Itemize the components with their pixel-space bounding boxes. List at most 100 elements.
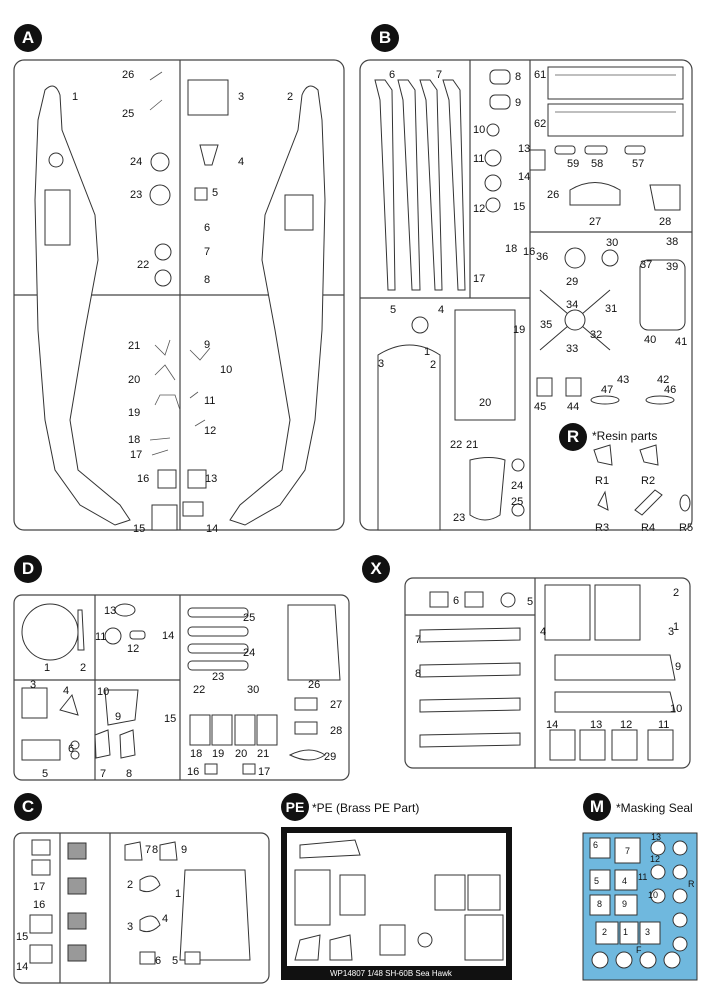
part-label-a-20: 20 [128,374,140,386]
part-label-c-7: 7 [145,844,151,856]
part-label-b-15: 15 [513,201,525,213]
part-label-b-2: 2 [430,359,436,371]
part-label-m-4: 4 [622,876,627,886]
part-label-x-10: 10 [670,703,682,715]
sprue-d-badge: D [14,555,42,583]
part-label-b-6: 6 [389,69,395,81]
sprue-d [13,594,350,781]
part-d1-disc [21,603,79,661]
part-label-a-23: 23 [130,189,142,201]
part-label-b-34: 34 [566,299,578,311]
part-label-d-19: 19 [212,748,224,760]
part-label-b-61: 61 [534,69,546,81]
part-label-c-1: 1 [175,888,181,900]
part-label-a-10: 10 [220,364,232,376]
part-label-b-7: 7 [436,69,442,81]
part-label-m-6: 6 [593,840,598,850]
part-label-a-21: 21 [128,340,140,352]
part-label-a-22: 22 [137,259,149,271]
part-label-d-16: 16 [187,766,199,778]
part-label-b-26: 26 [547,189,559,201]
part-label-b-28: 28 [659,216,671,228]
part-label-x-3: 3 [668,626,674,638]
part-label-m-9: 9 [622,899,627,909]
part-label-b-31: 31 [605,303,617,315]
part-label-b-8: 8 [515,71,521,83]
part-label-c-9: 9 [181,844,187,856]
part-label-x-12: 12 [620,719,632,731]
part-label-d-28: 28 [330,725,342,737]
part-label-x-6: 6 [453,595,459,607]
part-label-d-6: 6 [68,743,74,755]
resin-label-r5: R5 [679,522,694,534]
part-label-d-14: 14 [162,630,174,642]
part-label-d-29: 29 [324,751,336,763]
part-label-b-38: 38 [666,236,678,248]
part-label-d-22: 22 [193,684,205,696]
part-label-a-8: 8 [204,274,210,286]
sprue-a-badge: A [14,24,42,52]
part-label-a-6: 6 [204,222,210,234]
part-label-b-13: 13 [518,143,530,155]
part-label-b-58: 58 [591,158,603,170]
part-label-m-10: 10 [648,890,658,900]
part-label-c-6: 6 [155,955,161,967]
part-label-x-9: 9 [675,661,681,673]
part-label-d-1: 1 [44,662,50,674]
part-label-b-47: 47 [601,384,613,396]
sprue-x-badge: X [362,555,390,583]
part-label-a-19: 19 [128,407,140,419]
part-label-c-3: 3 [127,921,133,933]
part-label-b-19: 19 [513,324,525,336]
part-label-b-30: 30 [606,237,618,249]
resin-r-badge: R [559,423,587,451]
part-label-b-24: 24 [511,480,523,492]
pe-brass-plate [281,827,512,980]
part-label-b-35: 35 [540,319,552,331]
part-label-m-5: 5 [594,876,599,886]
part-label-d-17: 17 [258,766,270,778]
part-label-b-22: 22 [450,439,462,451]
part-label-a-11: 11 [204,395,215,407]
part-label-c-14: 14 [16,961,28,973]
part-label-b-41: 41 [675,336,687,348]
panel-61 [547,66,684,100]
part-label-m-12: 12 [650,854,660,864]
panel-62 [547,103,684,137]
part-label-d-4: 4 [63,685,69,697]
pe-note: *PE (Brass PE Part) [312,801,420,815]
part-label-b-37: 37 [640,259,652,271]
part-label-x-11: 11 [658,719,669,731]
part-label-d-12: 12 [127,643,139,655]
resin-label-r4: R4 [641,522,656,534]
part-label-b-59: 59 [567,158,579,170]
part-label-b-40: 40 [644,334,656,346]
pe-badge: PE [281,793,309,821]
part-label-a-12: 12 [204,425,216,437]
part-label-c-2: 2 [127,879,133,891]
part-label-b-18: 18 [505,243,517,255]
part-label-d-25: 25 [243,612,255,624]
part-label-x-1: 1 [673,621,679,633]
part-label-b-45: 45 [534,401,546,413]
sprue-b [359,59,693,531]
part-label-d-7: 7 [100,768,106,780]
part-label-m-2: 2 [602,927,607,937]
part-label-a-1: 1 [72,91,78,103]
part-label-b-46: 46 [664,384,676,396]
part-label-d-9: 9 [115,711,121,723]
part-label-m-7: 7 [625,846,630,856]
part-label-a-24: 24 [130,156,142,168]
part-label-d-20: 20 [235,748,247,760]
part-label-x-8: 8 [415,668,421,680]
part-label-x-7: 7 [415,634,421,646]
part-label-c-16: 16 [33,899,45,911]
part-label-d-15: 15 [164,713,176,725]
part-label-b-36: 36 [536,251,548,263]
sprue-c-badge: C [14,793,42,821]
part-label-d-26: 26 [308,679,320,691]
part-label-a-4: 4 [238,156,244,168]
part-label-a-14: 14 [206,523,218,535]
